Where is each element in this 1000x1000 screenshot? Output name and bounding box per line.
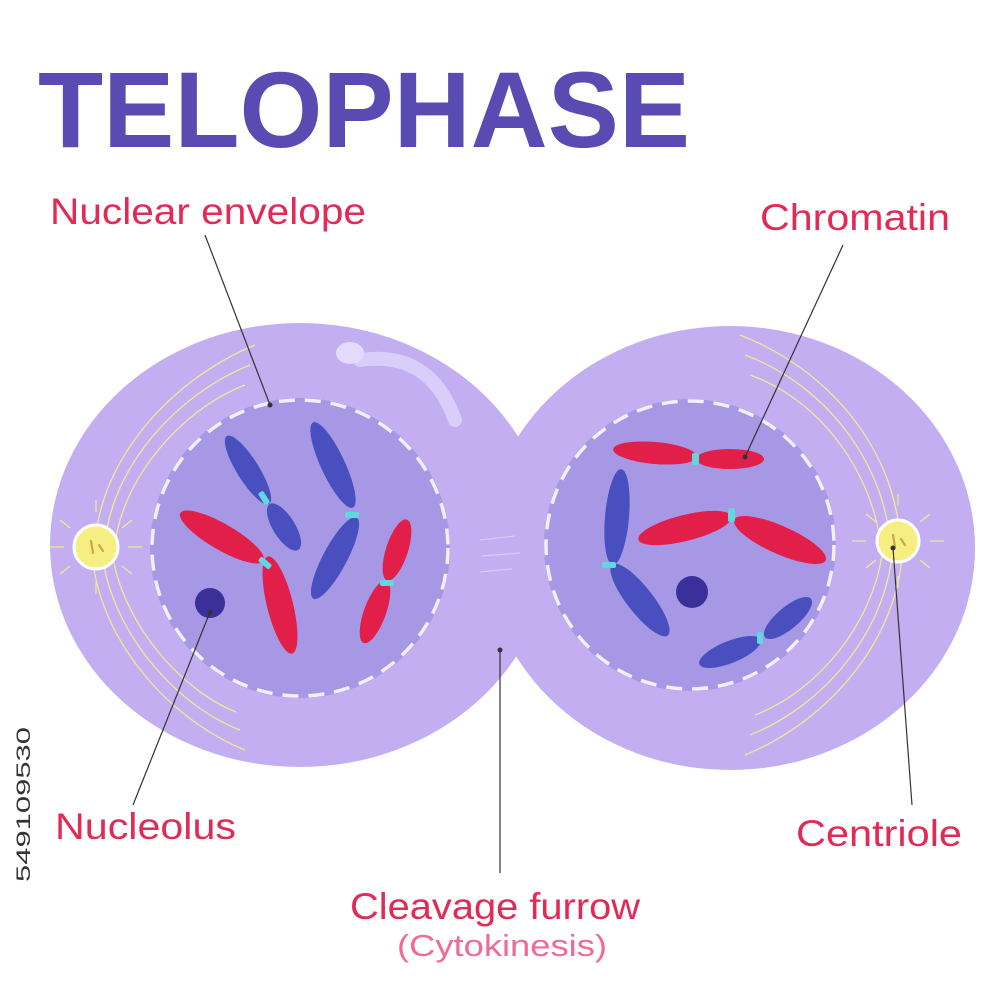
chromosome-arm — [696, 449, 764, 469]
nucleolus-label: Nucleolus — [55, 806, 236, 847]
chromosome-arm — [224, 435, 272, 505]
centromere — [692, 453, 699, 465]
nuclear-envelope-leader — [204, 234, 271, 406]
chromosome-arm — [359, 580, 391, 644]
centromere — [728, 508, 735, 522]
right-spindle-fibers — [739, 334, 903, 756]
cleavage-furrow-label: Cleavage furrow — [350, 886, 640, 927]
cell-shine — [336, 342, 364, 364]
centromere — [258, 491, 270, 505]
right-nucleolus — [676, 576, 708, 608]
centromere — [345, 512, 359, 518]
cell-highlight — [353, 351, 462, 427]
nucleolus-leader — [132, 611, 211, 806]
chromosome-arm — [610, 563, 670, 637]
chromosome-arm — [638, 510, 732, 546]
left-centriole — [50, 500, 142, 594]
chromosome-arm — [262, 556, 298, 654]
centromere — [757, 632, 763, 644]
right-nuclear-envelope — [544, 399, 836, 691]
leader-lines — [132, 234, 913, 873]
chromosome-arm — [382, 519, 412, 581]
left-spindle-fibers — [91, 344, 256, 751]
chromatin-label: Chromatin — [760, 197, 950, 238]
right-centriole — [852, 494, 944, 588]
chromosome-arm — [310, 516, 360, 600]
cytokinesis-label: (Cytokinesis) — [397, 928, 607, 963]
chromosome-arm — [266, 503, 302, 551]
chromosome-arm — [733, 515, 827, 565]
chromosome-arm — [613, 441, 697, 465]
nuclear-envelope-label: Nuclear envelope — [50, 191, 366, 232]
chromosome-arm — [604, 469, 630, 565]
chromosome-arm — [310, 422, 356, 508]
right-chromatin — [602, 441, 827, 669]
stock-id-text: 549109530 — [14, 727, 35, 882]
chromatin-leader — [744, 244, 844, 458]
centromere — [380, 580, 394, 586]
centromere — [258, 557, 272, 569]
left-nucleolus — [195, 588, 225, 618]
centromere — [602, 562, 616, 568]
chromosome-arm — [179, 510, 265, 564]
centriole-label: Centriole — [796, 813, 962, 854]
left-chromatin — [179, 422, 412, 654]
chromosome-arm — [763, 596, 813, 640]
centriole-leader — [892, 547, 913, 806]
diagram-title: TELOPHASE — [38, 49, 690, 170]
chromosome-arm — [699, 635, 761, 669]
left-nuclear-envelope — [150, 398, 450, 698]
